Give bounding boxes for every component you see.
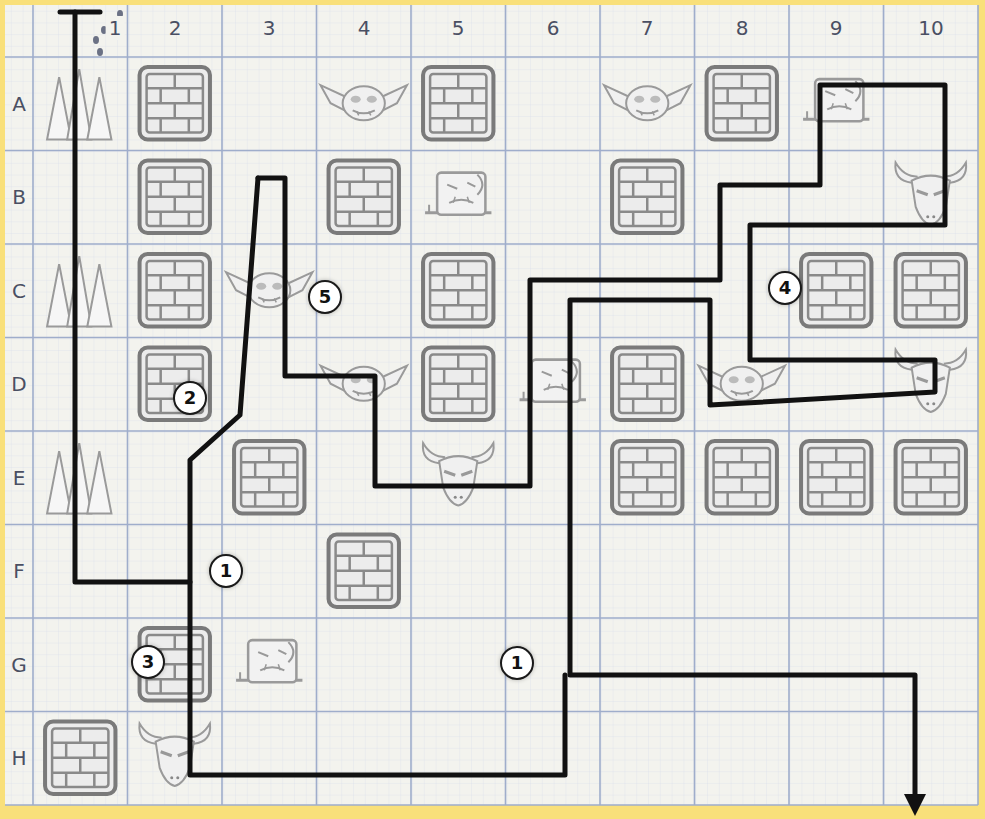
callout-number: 1	[209, 554, 243, 588]
callout-number: 4	[768, 271, 802, 305]
callout-number: 5	[308, 280, 342, 314]
column-number: 5	[449, 16, 468, 40]
row-letter: D	[8, 372, 29, 396]
paper	[5, 5, 978, 805]
column-number: 8	[733, 16, 752, 40]
callout-number: 3	[131, 645, 165, 679]
cell-grid	[5, 5, 978, 805]
callout-number: 2	[173, 381, 207, 415]
column-number: 2	[166, 16, 185, 40]
row-letter: E	[10, 466, 29, 490]
board-pieces	[45, 67, 966, 794]
fine-grid	[5, 5, 978, 805]
row-letter: B	[9, 185, 29, 209]
column-number: 7	[638, 16, 657, 40]
route-line	[60, 12, 945, 796]
column-number: 9	[827, 16, 846, 40]
column-number: 1	[106, 16, 125, 40]
column-number: 4	[355, 16, 374, 40]
row-letter: A	[9, 92, 29, 116]
route-arrowhead	[904, 794, 926, 816]
column-number: 3	[260, 16, 279, 40]
row-letter: F	[10, 559, 28, 583]
row-letter: C	[9, 279, 29, 303]
column-number: 10	[915, 16, 946, 40]
column-number: 6	[544, 16, 563, 40]
row-letter: G	[8, 653, 30, 677]
callout-number: 1	[500, 646, 534, 680]
row-letter: H	[8, 746, 29, 770]
